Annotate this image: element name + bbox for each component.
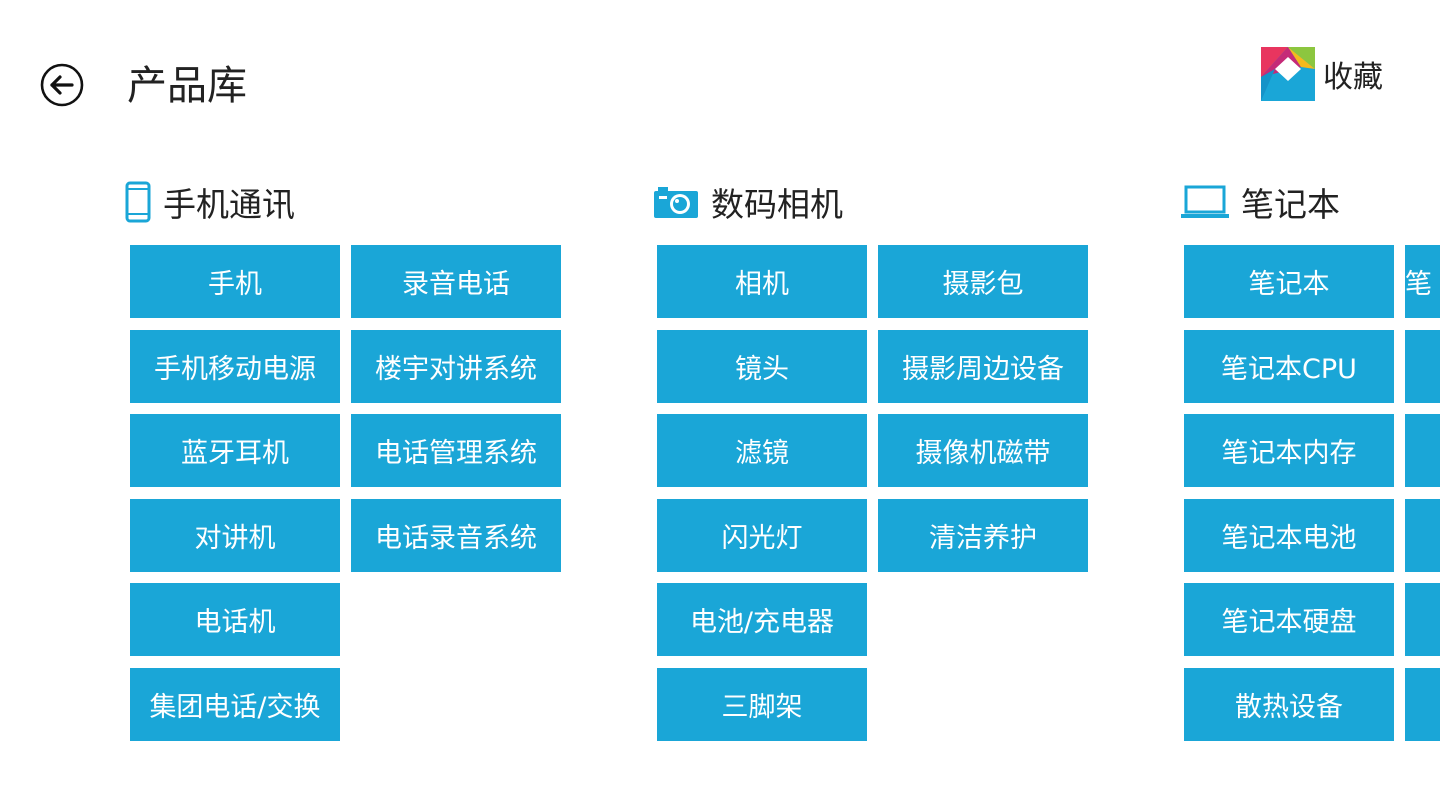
category-tile[interactable]: 三脚架: [657, 668, 867, 741]
favorites-logo-icon: [1261, 47, 1315, 101]
category-tile[interactable]: 笔记本电池: [1184, 499, 1394, 572]
category-tile[interactable]: 滤镜: [657, 414, 867, 487]
category-tile[interactable]: 散热设备: [1184, 668, 1394, 741]
phone-icon: [125, 181, 151, 223]
category-tile[interactable]: 电话录音系统: [351, 499, 561, 572]
category-tile[interactable]: 对讲机: [130, 499, 340, 572]
category-tile[interactable]: [1405, 499, 1440, 572]
category-tile[interactable]: 笔记本CPU: [1184, 330, 1394, 403]
category-tile[interactable]: 手机移动电源: [130, 330, 340, 403]
section-header: 笔记本: [1181, 178, 1340, 226]
category-tile[interactable]: 摄影周边设备: [878, 330, 1088, 403]
section-laptop: 笔记本: [1181, 178, 1340, 226]
category-tile[interactable]: 笔记本: [1184, 245, 1394, 318]
category-tile[interactable]: 录音电话: [351, 245, 561, 318]
category-tile[interactable]: 集团电话/交换: [130, 668, 340, 741]
category-tile[interactable]: [1405, 330, 1440, 403]
category-tile[interactable]: 电池/充电器: [657, 583, 867, 656]
category-tile[interactable]: [1405, 414, 1440, 487]
category-tile[interactable]: 相机: [657, 245, 867, 318]
category-tile[interactable]: 摄影包: [878, 245, 1088, 318]
category-tile[interactable]: [1405, 583, 1440, 656]
page-title: 产品库: [127, 63, 247, 109]
section-title: 数码相机: [711, 185, 843, 224]
back-arrow-icon: [40, 63, 84, 107]
section-header: 数码相机: [653, 178, 843, 226]
favorites-button[interactable]: 收藏: [1261, 47, 1383, 101]
category-tile[interactable]: 笔记本内存: [1184, 414, 1394, 487]
category-tile[interactable]: 手机: [130, 245, 340, 318]
section-title: 手机通讯: [163, 185, 295, 224]
section-digital-camera: 数码相机: [653, 178, 843, 226]
category-tile[interactable]: 笔: [1405, 245, 1440, 318]
category-tile[interactable]: [1405, 668, 1440, 741]
section-phone-communication: 手机通讯: [125, 178, 295, 226]
category-tile[interactable]: 电话机: [130, 583, 340, 656]
category-tile[interactable]: 笔记本硬盘: [1184, 583, 1394, 656]
category-tile[interactable]: 镜头: [657, 330, 867, 403]
category-tile[interactable]: 清洁养护: [878, 499, 1088, 572]
back-button[interactable]: [40, 63, 84, 107]
category-tile[interactable]: 蓝牙耳机: [130, 414, 340, 487]
category-tile[interactable]: 电话管理系统: [351, 414, 561, 487]
favorites-label: 收藏: [1323, 60, 1383, 95]
section-header: 手机通讯: [125, 178, 295, 226]
category-tile[interactable]: 楼宇对讲系统: [351, 330, 561, 403]
section-title: 笔记本: [1241, 185, 1340, 224]
camera-icon: [654, 187, 698, 218]
category-tile[interactable]: 摄像机磁带: [878, 414, 1088, 487]
laptop-icon: [1181, 185, 1229, 218]
category-tile[interactable]: 闪光灯: [657, 499, 867, 572]
